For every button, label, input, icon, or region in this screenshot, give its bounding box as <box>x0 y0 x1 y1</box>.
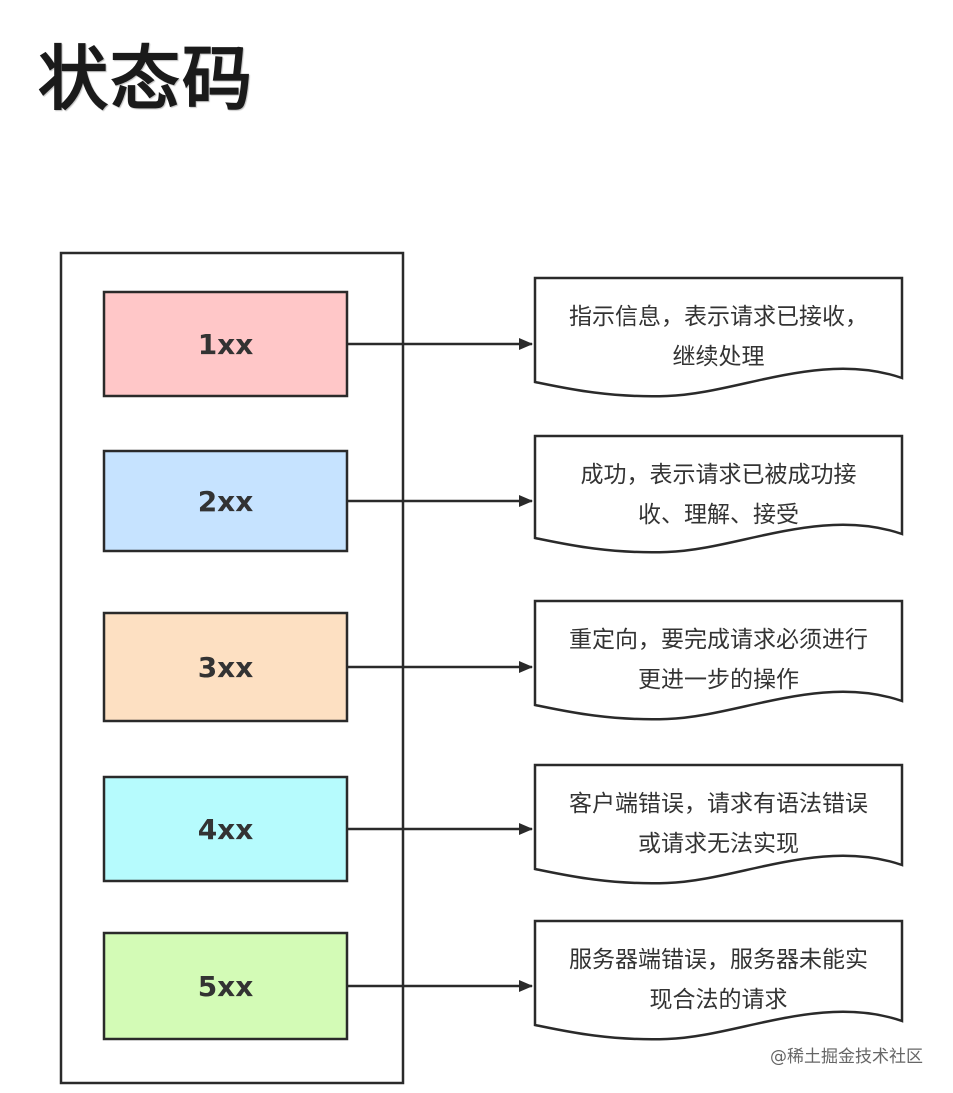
description-document <box>533 763 904 885</box>
status-row-1xx: 1xx 指示信息，表示请求已接收， 继续处理 <box>102 276 904 398</box>
description-document <box>533 599 904 721</box>
page-title: 状态码 <box>38 38 254 120</box>
code-label: 4xx <box>198 813 254 846</box>
description-document <box>533 276 904 398</box>
code-box-2xx <box>102 449 349 553</box>
description-document <box>533 919 904 1041</box>
description-line-2: 现合法的请求 <box>650 987 788 1013</box>
code-box-5xx <box>102 931 349 1041</box>
description-line-2: 更进一步的操作 <box>638 667 799 693</box>
description-line-1: 客户端错误，请求有语法错误 <box>569 791 868 817</box>
code-box-1xx <box>102 290 349 398</box>
description-line-1: 成功，表示请求已被成功接 <box>581 462 857 488</box>
code-label: 3xx <box>198 651 254 684</box>
description-line-1: 服务器端错误，服务器未能实 <box>569 947 868 973</box>
code-label: 2xx <box>198 485 254 518</box>
description-line-2: 或请求无法实现 <box>638 831 799 857</box>
description-document <box>533 434 904 554</box>
watermark: @稀土掘金技术社区 <box>770 1047 923 1067</box>
code-label: 5xx <box>198 970 254 1003</box>
description-line-1: 指示信息，表示请求已接收， <box>569 304 868 330</box>
code-label: 1xx <box>198 328 254 361</box>
code-box-4xx <box>102 775 349 883</box>
description-line-2: 收、理解、接受 <box>638 502 799 528</box>
description-line-1: 重定向，要完成请求必须进行 <box>569 627 868 653</box>
description-line-2: 继续处理 <box>673 344 765 370</box>
